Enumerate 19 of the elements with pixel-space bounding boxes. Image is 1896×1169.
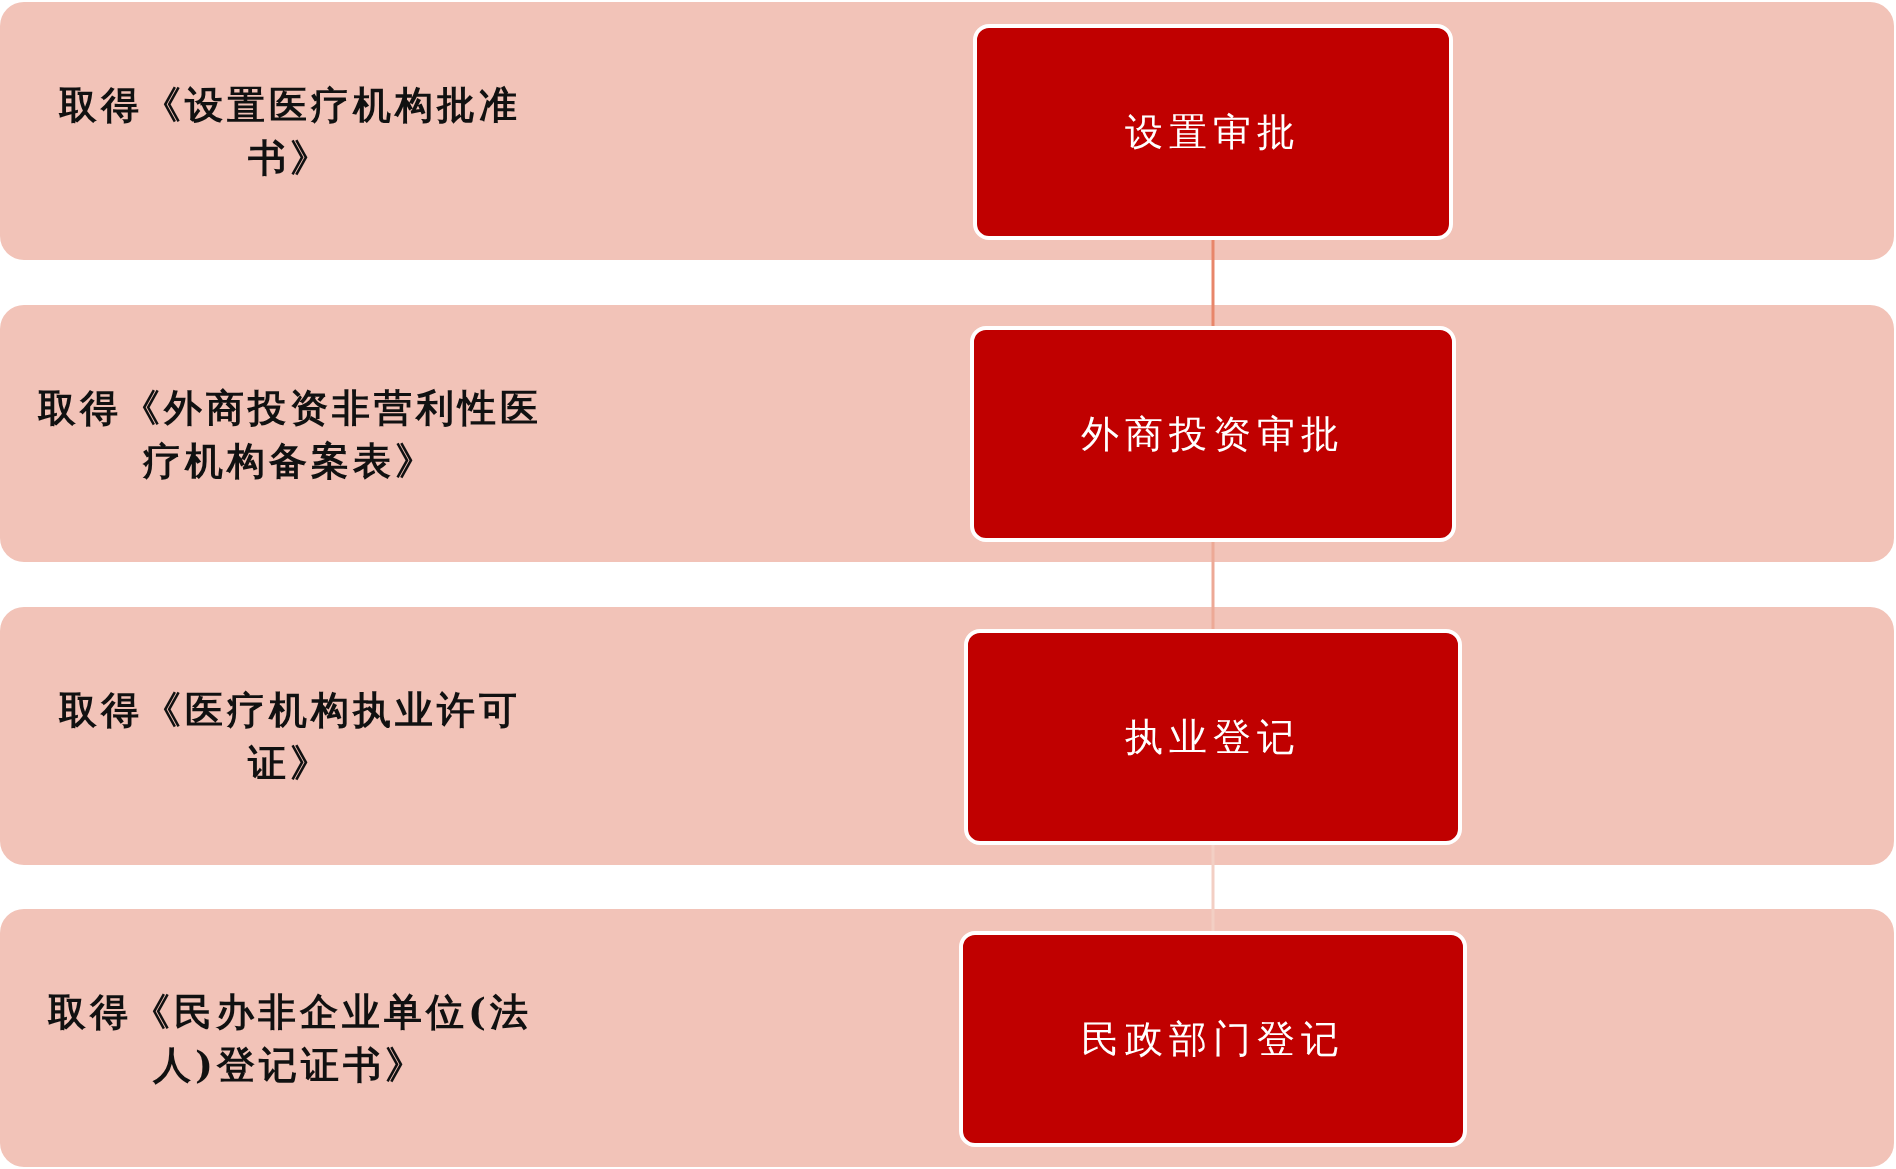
stage-band [0, 607, 1894, 865]
connector-line [1211, 542, 1215, 629]
connector-line [1211, 240, 1215, 326]
process-box [964, 629, 1462, 845]
stage-band [0, 2, 1894, 260]
result-text: 取得《医疗机构执业许可证》 [57, 685, 522, 787]
process-box [959, 931, 1467, 1147]
stage-band [0, 909, 1894, 1167]
result-text: 取得《设置医疗机构批准书》 [57, 80, 522, 182]
process-box [970, 326, 1456, 542]
step-label: 外商投资审批 [1081, 410, 1345, 458]
result-text: 取得《民办非企业单位(法人)登记证书》 [46, 987, 533, 1089]
stage-band [0, 305, 1894, 562]
step-label: 民政部门登记 [1081, 1015, 1345, 1063]
process-box [973, 24, 1453, 240]
step-label: 设置审批 [1125, 108, 1301, 156]
step-label: 执业登记 [1125, 713, 1301, 761]
result-text: 取得《外商投资非营利性医疗机构备案表》 [36, 383, 543, 485]
connector-line [1211, 845, 1215, 931]
